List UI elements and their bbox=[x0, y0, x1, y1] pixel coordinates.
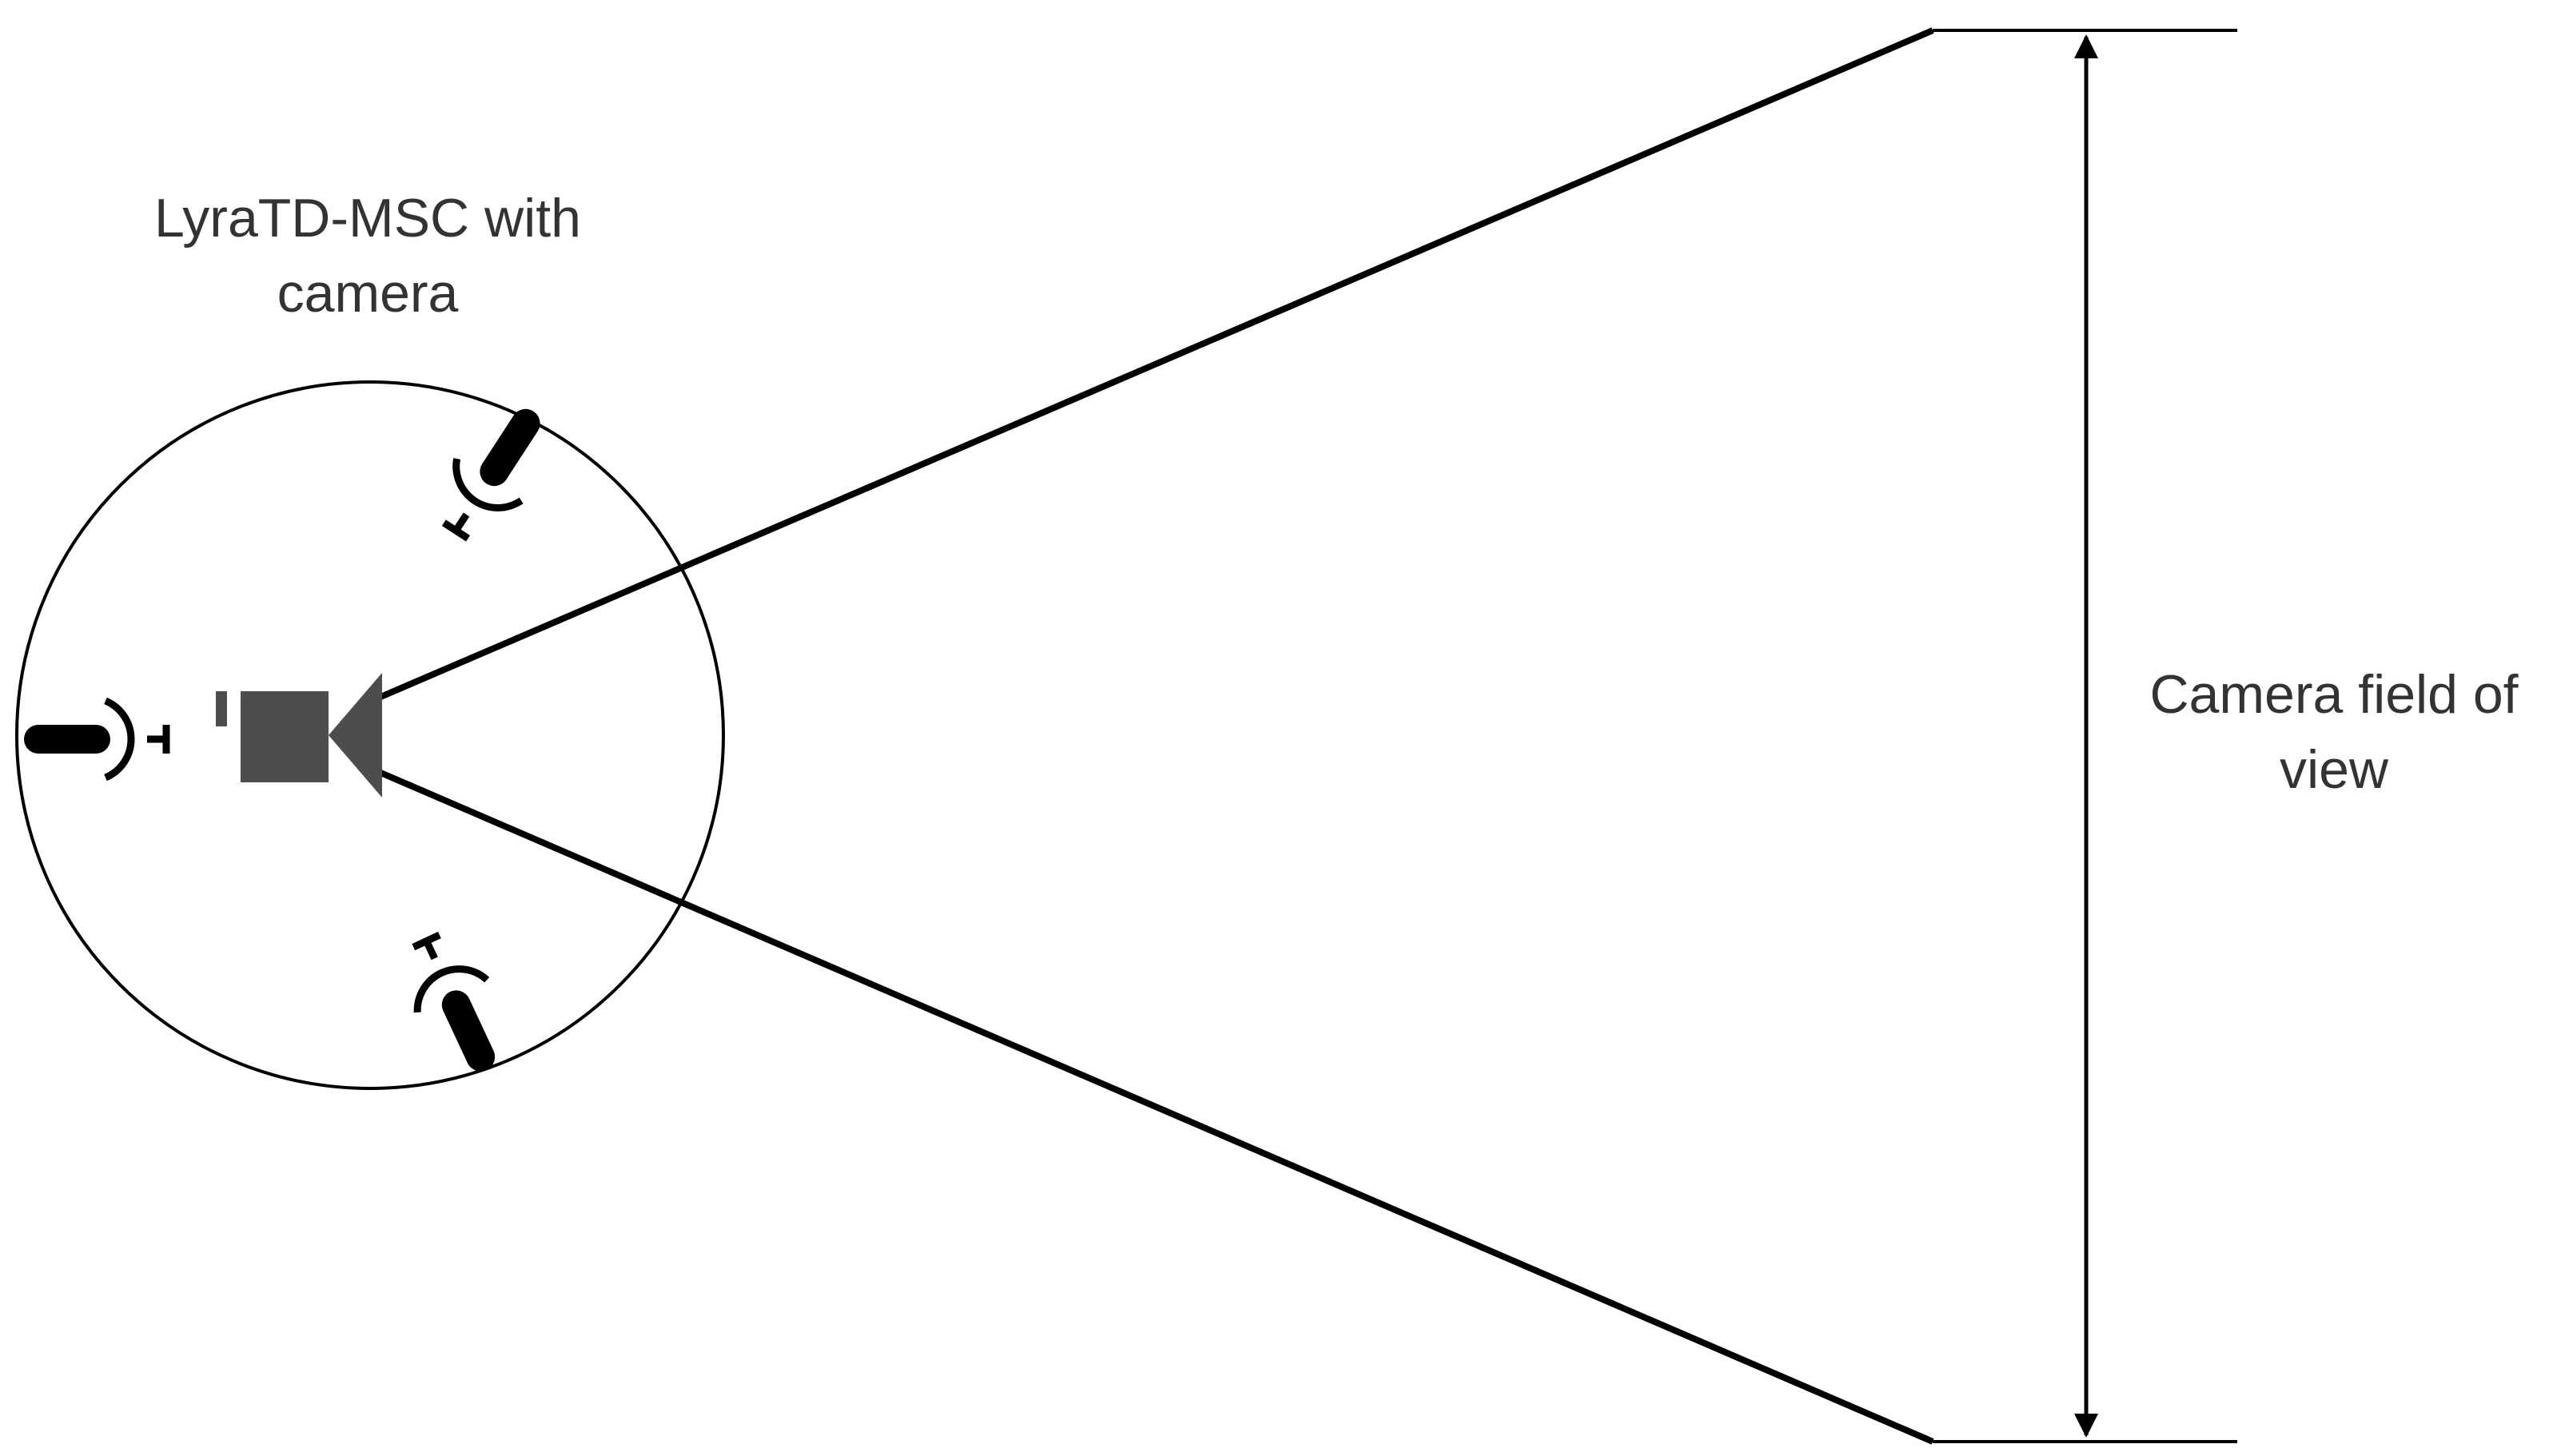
device-label-line1: LyraTD-MSC with bbox=[154, 188, 581, 249]
microphone-icon bbox=[441, 408, 540, 542]
device-label-line2: camera bbox=[277, 263, 459, 324]
device-label: LyraTD-MSC with camera bbox=[112, 181, 623, 331]
microphone-icon bbox=[412, 931, 496, 1072]
device-circle bbox=[15, 380, 725, 1090]
fov-upper-edge bbox=[377, 27, 1934, 701]
fov-label: Camera field of view bbox=[2086, 657, 2549, 807]
fov-lower-edge bbox=[377, 769, 1934, 1445]
fov-label-line2: view bbox=[2279, 739, 2389, 800]
microphone-icon bbox=[24, 697, 170, 782]
fov-label-line1: Camera field of bbox=[2149, 664, 2519, 725]
camera-icon bbox=[216, 673, 382, 798]
